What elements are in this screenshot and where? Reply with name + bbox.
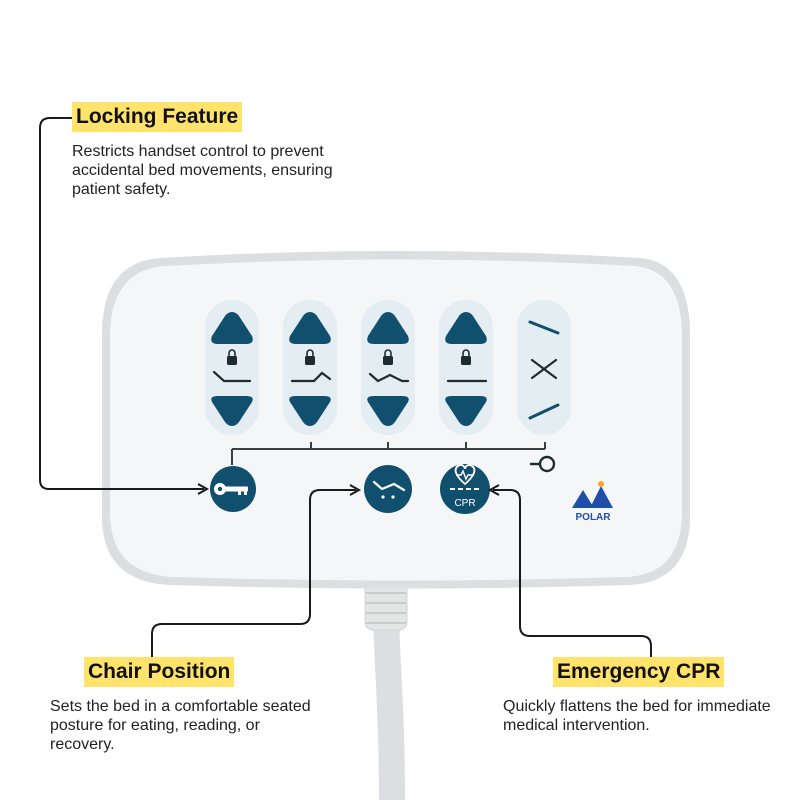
- emergency-cpr-description: Quickly flattens the bed for immediate m…: [503, 698, 771, 734]
- lock-icon: [305, 349, 315, 365]
- polar-logo: POLAR: [572, 481, 613, 523]
- height-up-button[interactable]: [445, 312, 487, 344]
- lock-icon: [227, 349, 237, 365]
- locking-feature-callout: Locking Feature Restricts handset contro…: [72, 102, 342, 199]
- backrest-bed-icon: [212, 370, 252, 383]
- handset-cable: [364, 571, 408, 800]
- knee-up-button[interactable]: [367, 312, 409, 344]
- legrest-down-button[interactable]: [289, 396, 331, 426]
- emergency-cpr-callout: Emergency CPR Quickly flattens the bed f…: [503, 657, 783, 735]
- chair-position-button[interactable]: [364, 465, 412, 513]
- tilt-head-down-button[interactable]: [528, 403, 560, 420]
- emergency-cpr-title: Emergency CPR: [553, 657, 725, 687]
- backrest-up-button[interactable]: [211, 312, 253, 344]
- connector-icon: [530, 455, 556, 473]
- cpr-button[interactable]: CPR: [440, 464, 490, 514]
- backrest-down-button[interactable]: [211, 396, 253, 426]
- cpr-button-label: CPR: [454, 498, 475, 509]
- locking-feature-title: Locking Feature: [72, 102, 243, 132]
- height-down-button[interactable]: [445, 396, 487, 426]
- lock-icon: [461, 349, 471, 365]
- tilt-head-up-button[interactable]: [528, 320, 560, 335]
- knee-down-button[interactable]: [367, 396, 409, 426]
- legrest-bed-icon: [290, 371, 332, 383]
- lock-icon: [383, 349, 393, 365]
- control-link-lines: [231, 442, 546, 465]
- knee-bed-icon: [368, 372, 410, 383]
- tilt-cross-icon: [530, 358, 558, 380]
- heart-icon: [454, 464, 476, 486]
- lock-button[interactable]: [210, 466, 256, 512]
- chair-position-title: Chair Position: [84, 657, 235, 687]
- legrest-up-button[interactable]: [289, 312, 331, 344]
- chair-position-description: Sets the bed in a comfortable seated pos…: [50, 698, 311, 753]
- locking-feature-description: Restricts handset control to prevent acc…: [72, 143, 333, 198]
- callout-leaders: [39, 117, 652, 657]
- brand-name: POLAR: [576, 512, 612, 523]
- chair-position-callout: Chair Position Sets the bed in a comfort…: [50, 657, 320, 754]
- chair-bed-icon: [372, 480, 406, 492]
